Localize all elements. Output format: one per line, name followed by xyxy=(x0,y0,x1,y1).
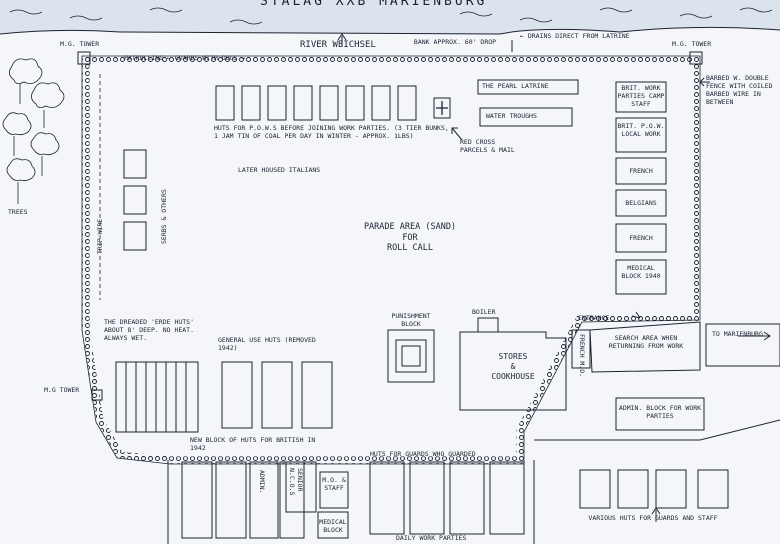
mg-tower-left-label: M.G Tower xyxy=(44,386,80,394)
search-area-label: Search area when returning from work xyxy=(608,334,684,351)
marienburg-arrow xyxy=(738,331,771,341)
huts-pows-label: Huts for P.O.W.s before joining work par… xyxy=(214,124,449,141)
river-bank-line xyxy=(0,26,780,35)
mg-tower-top-left-label: M.G. Tower xyxy=(60,40,100,48)
diagram-title: STALAG XXB MARIENBURG xyxy=(260,0,488,9)
trip-wire-label: Trip wire xyxy=(96,218,104,254)
british-huts-1942 xyxy=(181,461,305,539)
erde-huts-label: The dreaded 'erde huts' about 8' deep. N… xyxy=(104,318,195,343)
italians-label: Later housed Italians xyxy=(238,166,321,174)
punishment-core xyxy=(401,345,421,367)
brit-work-camp-label: Brit. work parties camp staff xyxy=(617,84,665,109)
to-marienburg-label: To Marienburg xyxy=(712,330,763,338)
bank-label: Bank approx. 60' drop xyxy=(413,38,497,46)
right-column-huts xyxy=(615,81,667,295)
stores-label: Stores & Cookhouse xyxy=(491,352,535,381)
river-water xyxy=(0,0,780,34)
general-use-huts xyxy=(221,361,333,429)
erde-huts xyxy=(115,361,199,433)
new-block-label: New block of huts for British in 1942 xyxy=(190,436,316,453)
mg-tower-top-left xyxy=(77,51,91,65)
pow-huts xyxy=(215,85,417,121)
punishment-block xyxy=(387,329,435,383)
french-label-1: French xyxy=(629,167,653,175)
medical-block-small-label: Medical block xyxy=(319,518,347,535)
red-cross-hut xyxy=(433,97,451,119)
admin-work-label: Admin. block for work parties xyxy=(618,404,702,421)
water-troughs-label: Water troughs xyxy=(486,112,537,120)
brit-pow-local-label: Brit. P.O.W. local work xyxy=(617,122,665,139)
belgians-label: Belgians xyxy=(625,199,657,207)
patrol-label: Patrolling ← guards with dogs → xyxy=(124,54,246,62)
boiler xyxy=(477,317,499,333)
mo-staff-label: M.O. & staff xyxy=(322,476,346,493)
french-mo-label: French M.O. xyxy=(578,334,586,378)
drains-label: ← Drains direct from latrine xyxy=(520,32,630,40)
mo-staff-hut xyxy=(319,471,349,509)
stores-cookhouse xyxy=(459,331,567,411)
various-huts-label: Various huts for guards and staff xyxy=(588,514,718,522)
trees xyxy=(2,58,65,204)
senior-nco-label: Senior N.C.O.s xyxy=(287,468,304,496)
perimeter-fence xyxy=(82,56,700,464)
red-cross-label: Red Cross parcels & mail xyxy=(460,138,515,155)
perimeter-fence-outer xyxy=(81,55,701,465)
mg-tower-top-right xyxy=(689,51,703,65)
serbs-huts xyxy=(123,149,147,251)
medical-hut-small xyxy=(317,511,349,539)
barbed-arrow xyxy=(699,77,710,87)
parade-label: Parade Area (Sand) For Roll Call xyxy=(363,222,457,254)
mg-tower-top-right-label: M.G. Tower xyxy=(672,40,712,48)
latrine-block xyxy=(477,79,579,95)
trees-label: Trees xyxy=(8,208,28,216)
admin-label: Admin. xyxy=(258,470,266,494)
to-marienburg-box xyxy=(705,323,780,367)
red-cross-arrow xyxy=(451,127,463,141)
senior-nco-hut xyxy=(285,461,317,513)
guard-huts-work xyxy=(369,461,525,535)
entrance-label: Entrance xyxy=(578,314,610,322)
admin-work-block xyxy=(615,397,705,431)
daily-work-label: Daily work parties xyxy=(396,534,467,542)
staff-guard-huts xyxy=(579,469,729,509)
huts-guards-label: Huts for guards who guarded xyxy=(370,450,476,458)
general-huts-label: General use huts (removed 1942) xyxy=(218,336,316,353)
medical-block-label: Medical Block 1940 xyxy=(621,264,661,281)
lower-compound xyxy=(167,419,780,544)
entrance-arrow xyxy=(631,311,641,319)
red-cross-icon xyxy=(436,101,448,115)
serbs-label: Serbs & others xyxy=(160,189,168,244)
french-label-2: French xyxy=(629,234,653,242)
river-waves xyxy=(9,7,773,25)
search-area xyxy=(589,321,701,373)
mg-tower-left xyxy=(91,389,103,401)
punishment-label: Punishment block xyxy=(391,312,431,329)
water-troughs-block xyxy=(479,107,573,127)
barbed-label: Barbed w. double fence with coiled barbe… xyxy=(706,74,773,107)
french-mo-hut xyxy=(571,329,591,369)
pearl-latrine-label: The Pearl Latrine xyxy=(482,82,549,90)
river-arrow xyxy=(337,33,347,46)
punishment-inner xyxy=(395,339,427,373)
staff-huts-arrow xyxy=(651,507,661,522)
river-label: River Weichsel xyxy=(300,40,376,50)
boiler-label: Boiler xyxy=(472,308,496,316)
